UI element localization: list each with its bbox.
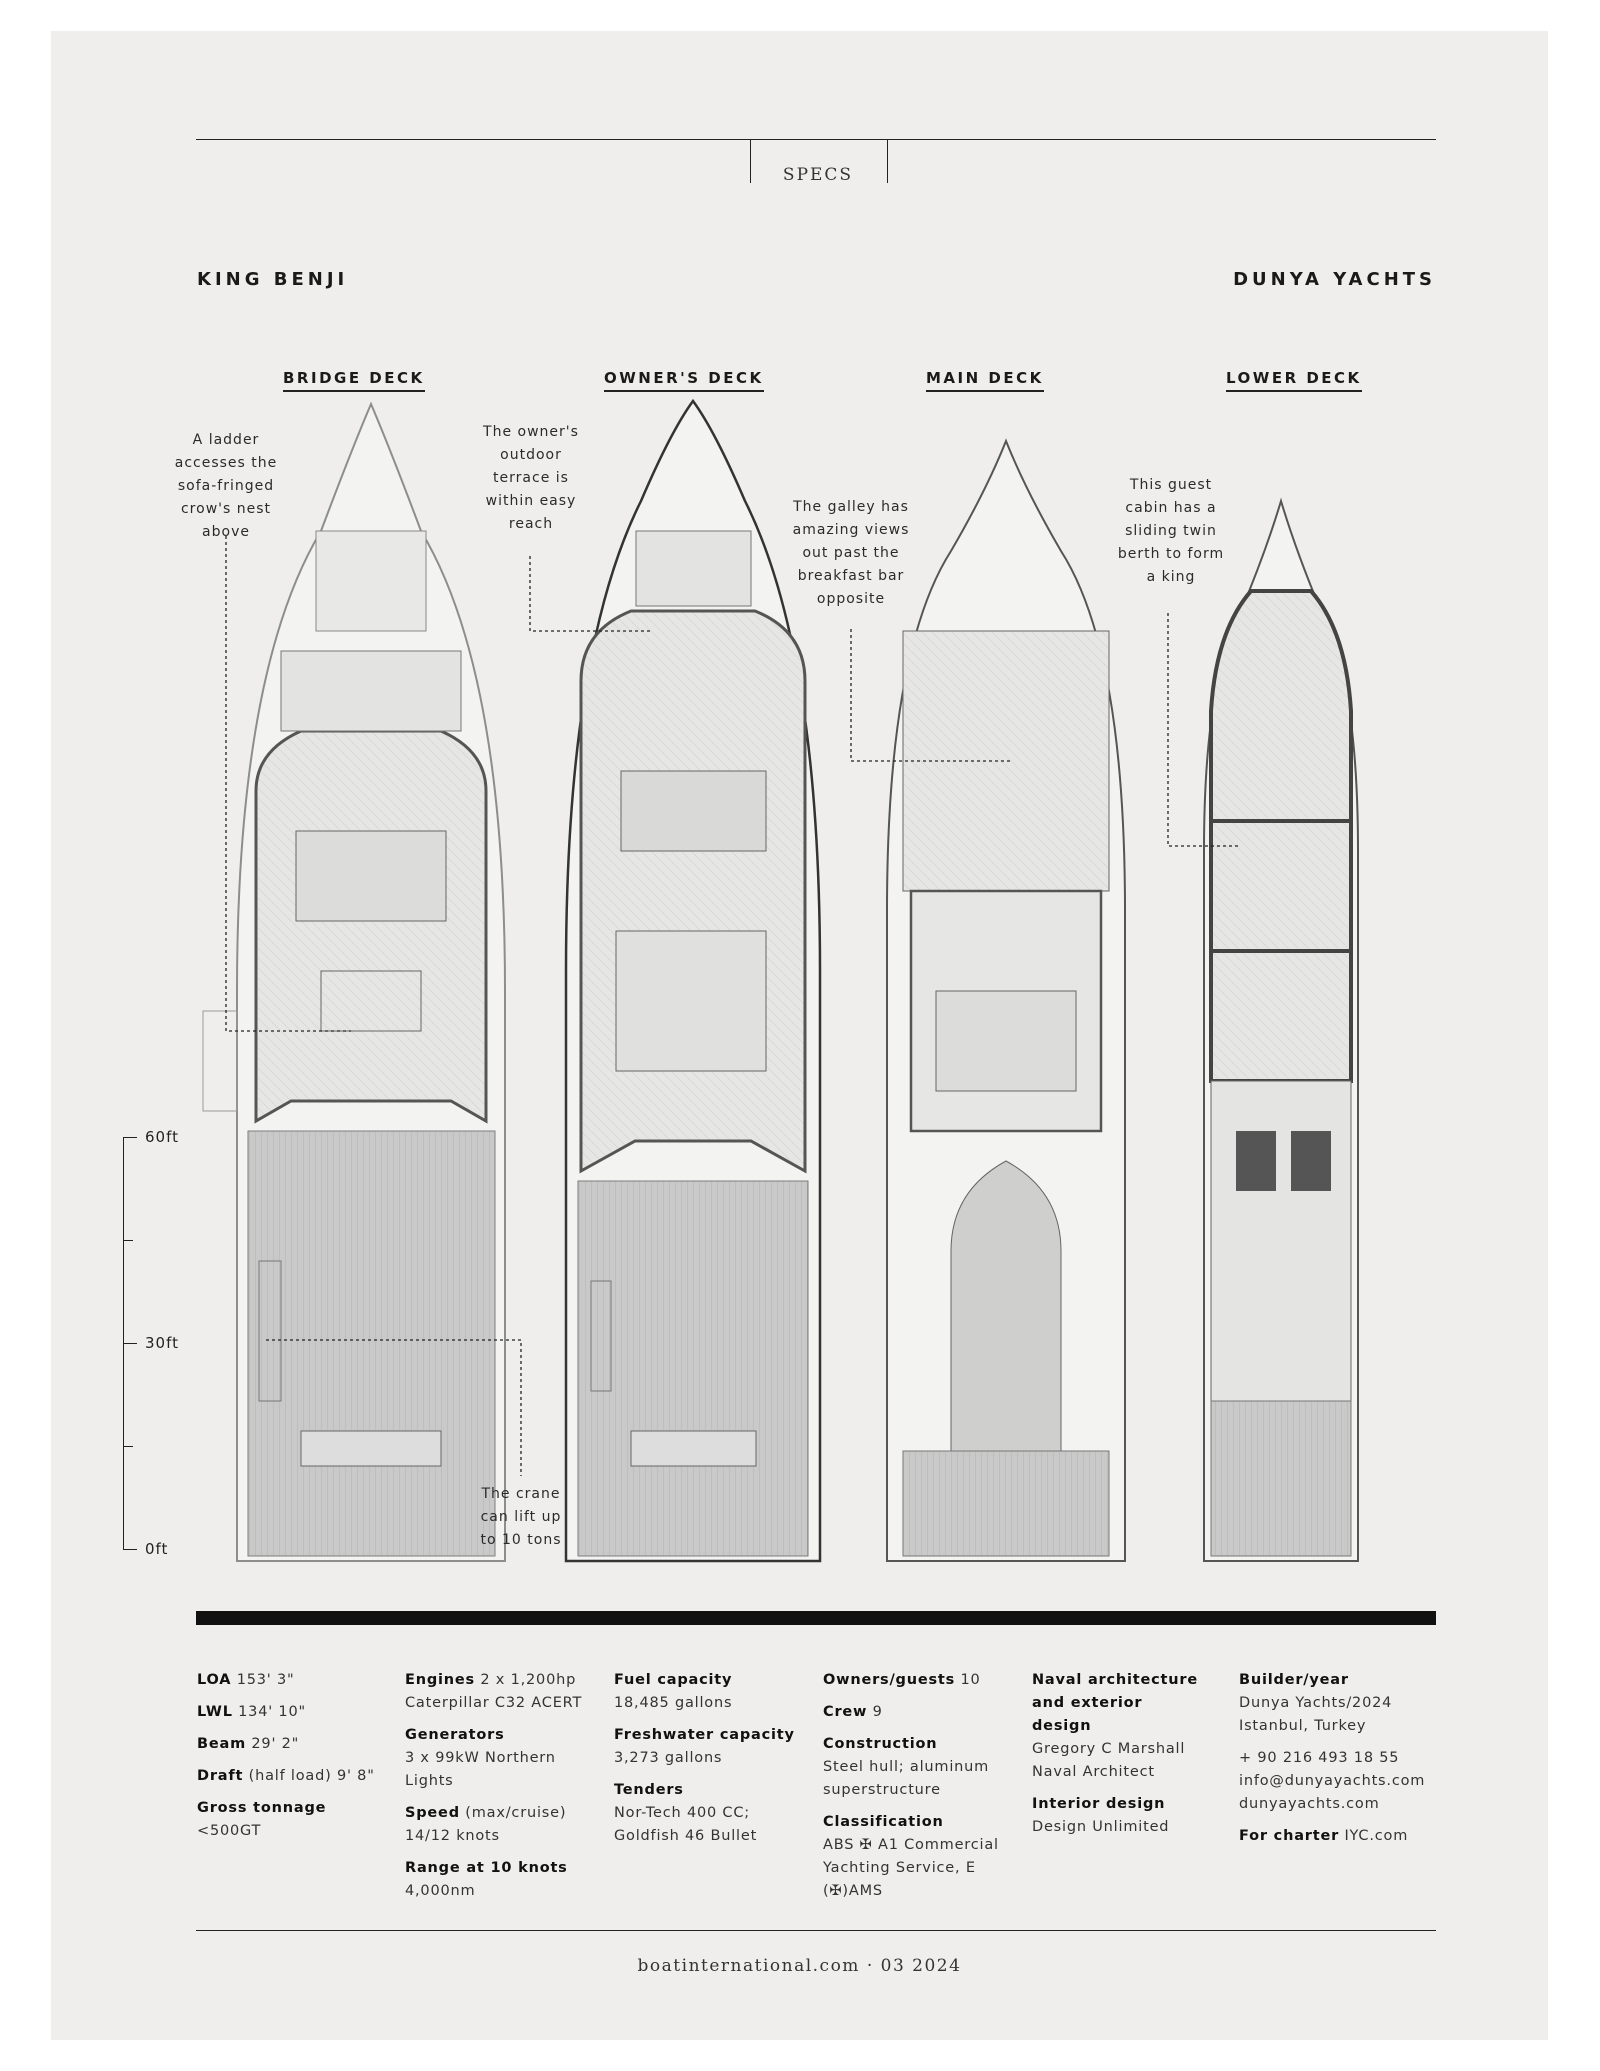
bridge-deck-plan	[202, 401, 506, 1562]
magazine-page: SPECS KING BENJI DUNYA YACHTS BRIDGE DEC…	[51, 31, 1548, 2040]
section-label: SPECS	[782, 165, 854, 185]
scale-label-30: 30ft	[145, 1334, 179, 1352]
deck-title-bridge: BRIDGE DECK	[283, 369, 425, 392]
deck-title-owner: OWNER'S DECK	[604, 369, 764, 392]
caption-leaders	[225, 536, 1241, 1476]
section-tab	[750, 139, 888, 183]
yacht-name: KING BENJI	[197, 269, 349, 290]
specs-column-dimensions: LOA 153' 3" LWL 134' 10" Beam 29' 2" Dra…	[197, 1672, 375, 1839]
deck-title-main: MAIN DECK	[926, 369, 1044, 392]
scale-label-60: 60ft	[145, 1128, 179, 1146]
scale-tick	[123, 1446, 133, 1447]
scale-label-0: 0ft	[145, 1540, 169, 1558]
deck-plans	[202, 398, 1359, 1563]
scale-tick	[123, 1137, 137, 1138]
builder-name: DUNYA YACHTS	[1233, 269, 1436, 290]
scale-tick	[123, 1343, 137, 1344]
scale-tick	[123, 1240, 133, 1241]
deck-title-lower: LOWER DECK	[1226, 369, 1362, 392]
divider-bar	[196, 1611, 1436, 1625]
specs-column-engines: Engines 2 x 1,200hp Caterpillar C32 ACER…	[405, 1672, 583, 1899]
lower-deck-plan	[1203, 497, 1359, 1562]
scale-tick	[123, 1549, 137, 1550]
bottom-rule	[196, 1930, 1436, 1931]
page-footer: boatinternational.com · 03 2024	[637, 1956, 962, 1976]
main-deck-plan	[886, 438, 1126, 1562]
owners-deck-plan	[564, 398, 822, 1563]
top-rule	[196, 139, 1436, 140]
